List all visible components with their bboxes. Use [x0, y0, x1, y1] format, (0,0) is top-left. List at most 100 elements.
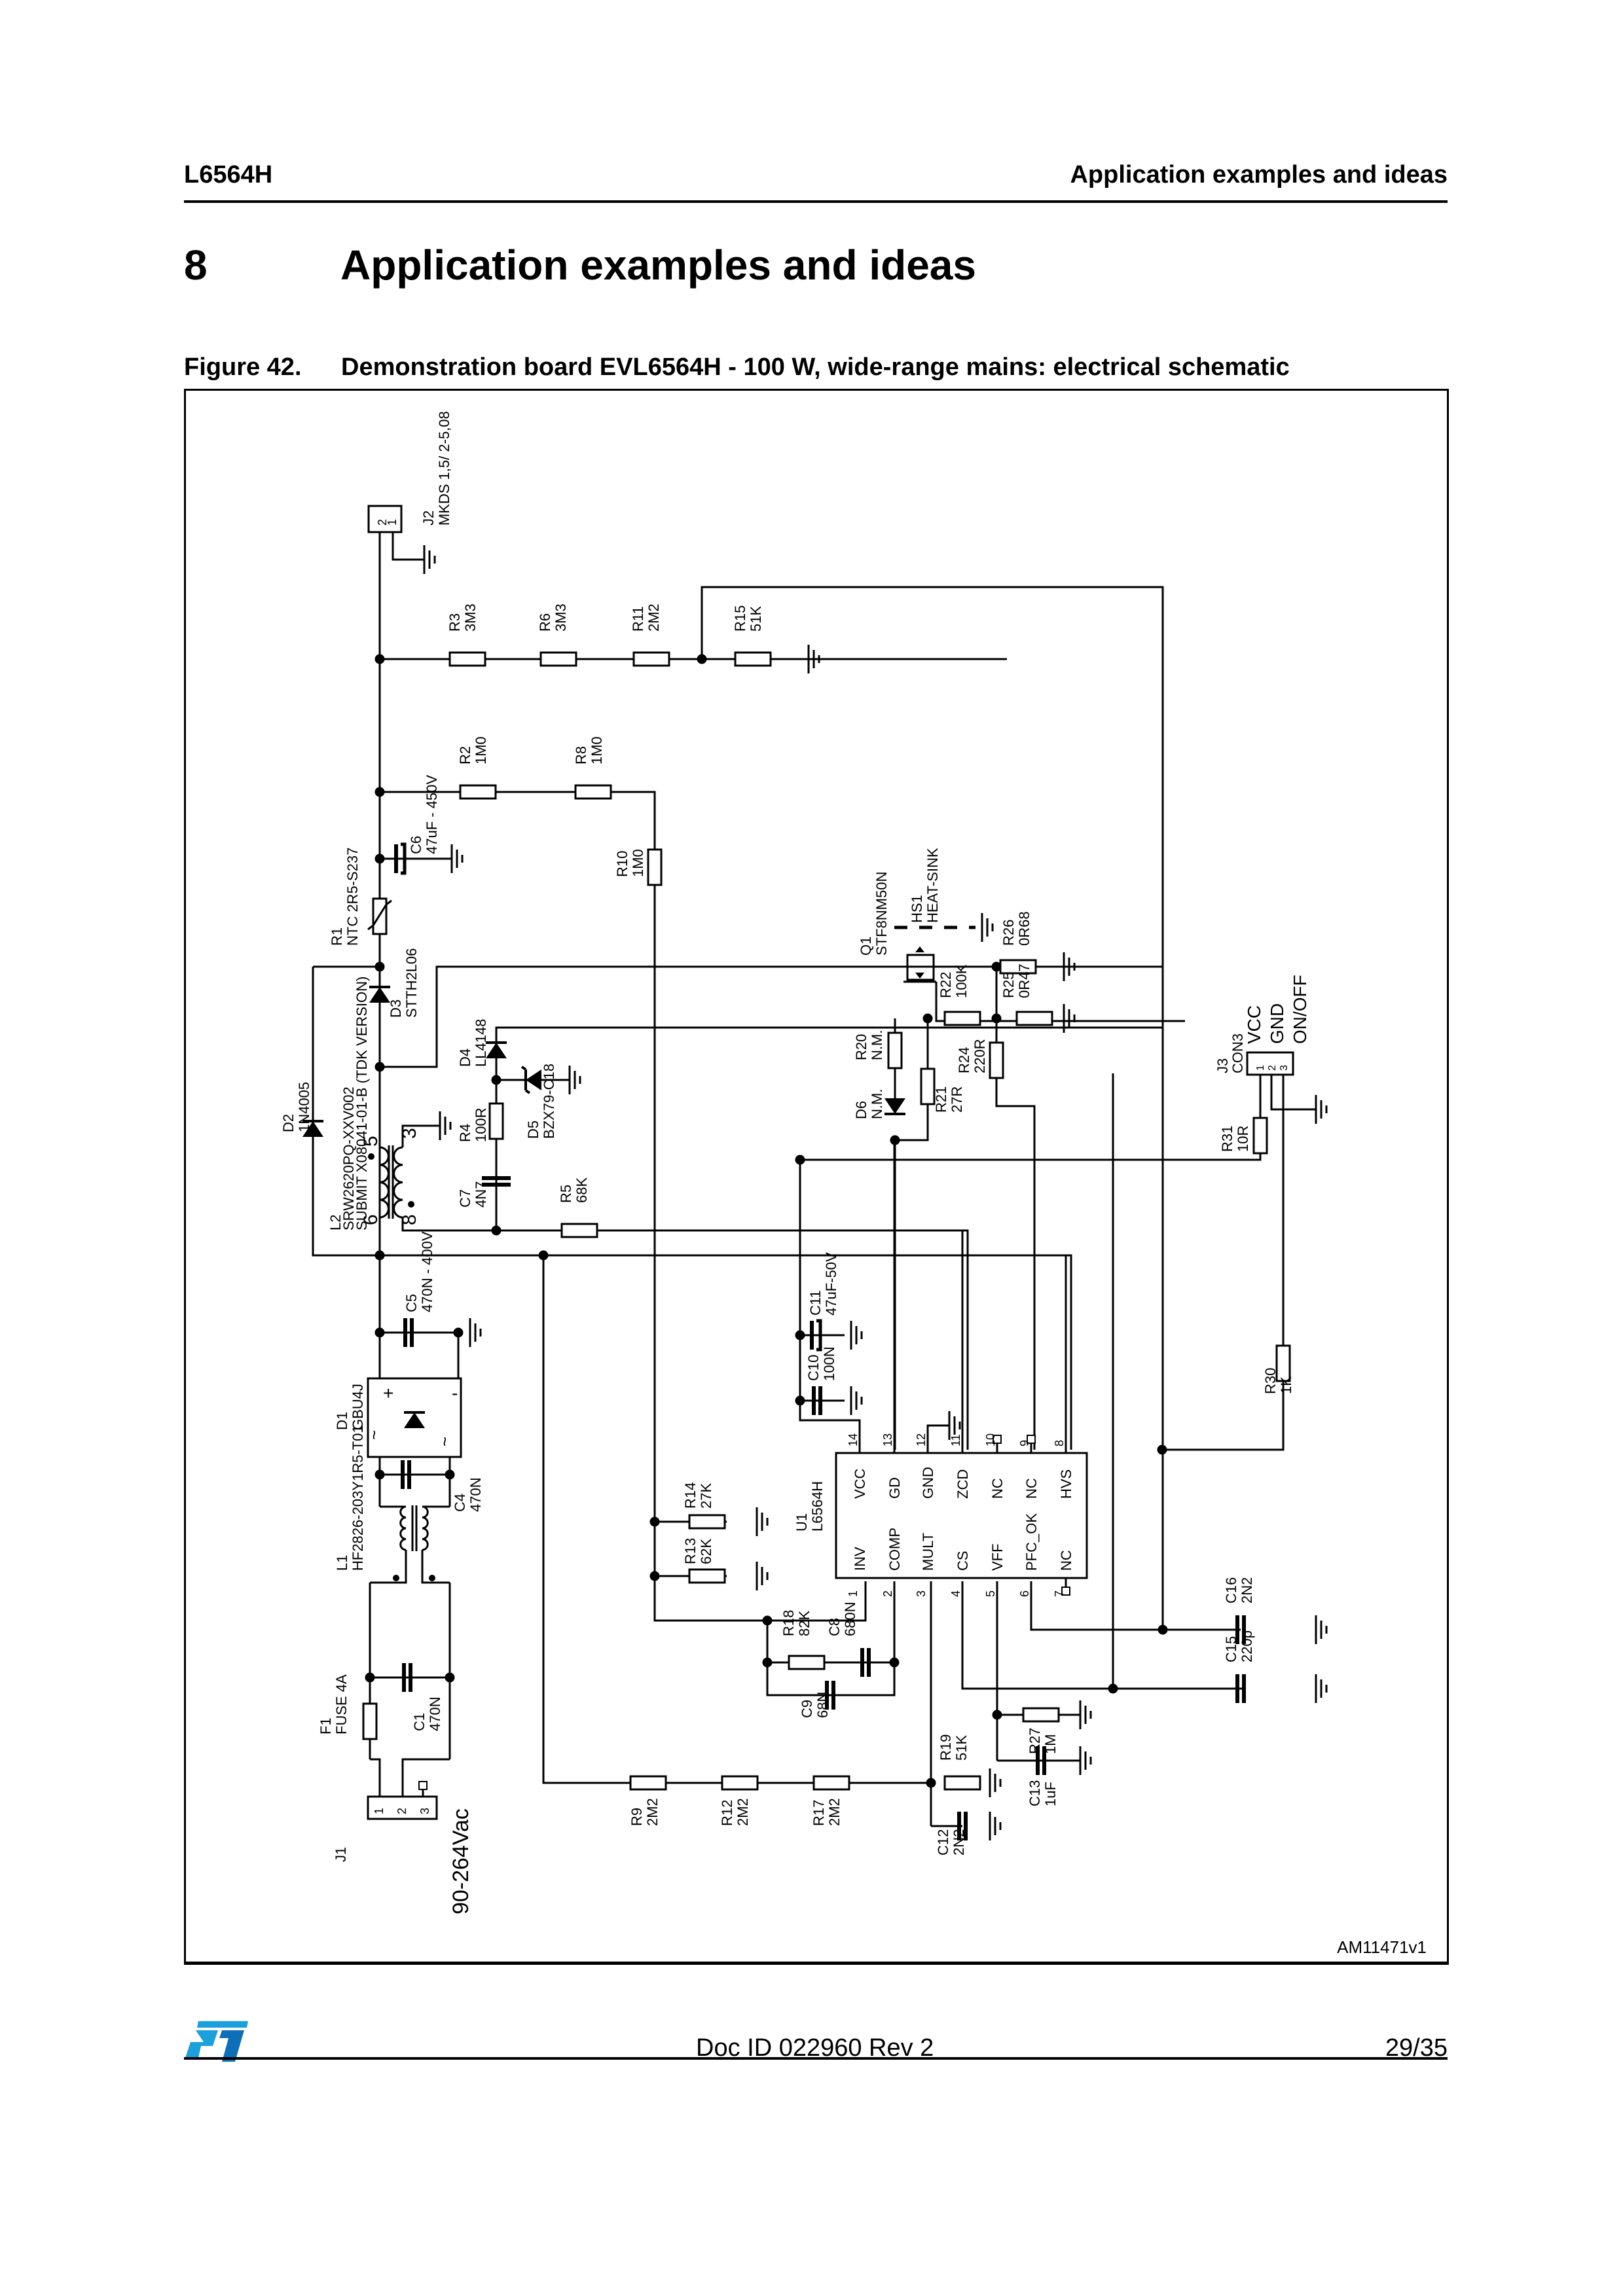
r27-label-value: 1M [1042, 1734, 1059, 1754]
wire [370, 1758, 381, 1797]
wire [370, 1550, 407, 1584]
d3-label-ref: D3 [388, 999, 404, 1018]
c16-label-ref: C16 [1223, 1577, 1239, 1604]
diode-d2 [302, 1120, 323, 1137]
ic-pin-name: ZCD [955, 1469, 971, 1499]
j3-signal: ON/OFF [1290, 975, 1310, 1044]
l2-value2: SUBMIT X08041-01-B (TDK VERSION) [354, 977, 370, 1230]
figure-label: Figure 42. [184, 353, 302, 381]
junction-dot [795, 1395, 805, 1406]
fuse-f1 [362, 1702, 378, 1740]
r1-label-value: NTC 2R5-S237 [344, 848, 361, 946]
f1-label-ref: F1 [318, 1717, 334, 1734]
d2-label-value: 1N4005 [296, 1082, 312, 1132]
ic-ref: U1 [793, 1513, 810, 1532]
c6-label-value: 47uF - 450V [424, 775, 440, 854]
junction-dot [992, 1710, 1002, 1720]
resistor-r15 [734, 651, 772, 667]
r10-label-ref: R10 [614, 851, 630, 877]
wire [392, 532, 424, 561]
ic-pin-number: 3 [915, 1590, 928, 1597]
c4-label-value: 470N [467, 1477, 484, 1512]
capacitor-c1 [402, 1663, 412, 1692]
r12-label-value: 2M2 [735, 1798, 751, 1826]
capacitor-c9 [825, 1681, 835, 1710]
bridge-plus: + [383, 1383, 393, 1403]
r26-label-ref: R26 [1000, 920, 1017, 946]
ic-pin-name: VCC [852, 1468, 868, 1499]
wire [895, 1018, 929, 1141]
ground-symbol [568, 1064, 581, 1096]
ground-symbol [981, 912, 994, 943]
junction-dot [374, 853, 385, 864]
l2-pin-8: 8 [399, 1214, 420, 1225]
wire [421, 1550, 450, 1584]
ground-symbol [439, 1110, 452, 1141]
r6-label-ref: R6 [537, 613, 553, 632]
inductor-l2-secondary [393, 1146, 403, 1219]
junction-dot [374, 1469, 385, 1480]
ic-pin-name: MULT [920, 1533, 936, 1571]
nc-pad [993, 1435, 1002, 1444]
bridge-ac: ~ [435, 1437, 454, 1446]
diode-d4 [486, 1041, 507, 1058]
resistor-r21 [920, 1067, 936, 1105]
l2-value: SRW2620PQ-XXV002 [340, 1086, 357, 1230]
r18-label-ref: R18 [780, 1610, 797, 1636]
bridge-ac: ~ [364, 1430, 384, 1440]
capacitor-c11 [810, 1319, 822, 1352]
nc-pad [1027, 1435, 1036, 1444]
r13-label-value: 62K [698, 1539, 714, 1564]
resistor-r12 [721, 1775, 759, 1791]
connector-j2 [367, 505, 403, 533]
hs1-label-ref: HS1 [909, 895, 925, 923]
r4-label-ref: R4 [457, 1124, 473, 1142]
c13-label-ref: C13 [1027, 1780, 1043, 1806]
header-rule [184, 200, 1448, 203]
j2-pin-2: 2 [376, 519, 389, 526]
parts [302, 505, 1328, 1842]
ground-symbol [756, 1506, 769, 1537]
ground-symbol [989, 1767, 1002, 1799]
resistor-r30 [1275, 1344, 1291, 1382]
ic-pin-number: 12 [915, 1433, 928, 1446]
c10-label-value: 100N [821, 1346, 837, 1381]
j3-pin-3: 3 [1279, 1065, 1290, 1071]
c5-label-ref: C5 [403, 1294, 420, 1312]
ic-pin-number: 6 [1018, 1590, 1031, 1597]
ic-pin-name: GND [920, 1467, 936, 1499]
r9-label-ref: R9 [629, 1808, 645, 1826]
resistor-r9 [629, 1775, 667, 1791]
ic-pin-number: 14 [847, 1433, 860, 1446]
r9-label-value: 2M2 [644, 1798, 661, 1826]
r15-label-value: 51K [748, 606, 764, 632]
junction-dot [649, 1516, 660, 1527]
capacitor-c16 [1235, 1615, 1246, 1644]
header-section-name: Application examples and ideas [1070, 161, 1448, 188]
l1-label-ref: L1 [334, 1555, 350, 1571]
resistor-r18 [788, 1655, 826, 1670]
c15-label-value: 220p [1239, 1630, 1255, 1662]
resistor-r19 [943, 1775, 981, 1791]
capacitor-c8 [860, 1648, 871, 1677]
wire [1270, 1075, 1316, 1111]
junction-dot [445, 1672, 455, 1683]
wire [1030, 1581, 1241, 1631]
wire [653, 884, 867, 1622]
d1-label-ref: D1 [334, 1412, 350, 1430]
r4-label-value: 100R [473, 1107, 489, 1142]
ground-symbol [1079, 1699, 1092, 1731]
resistor-r8 [574, 784, 612, 800]
l2-dot [368, 1153, 374, 1160]
r31-label-ref: R31 [1219, 1126, 1235, 1152]
r30-label-value: 1K [1278, 1376, 1294, 1394]
j2-pin-1: 1 [386, 519, 399, 526]
l2-pin-6: 6 [360, 1214, 382, 1225]
ic-pin-number: 13 [881, 1433, 894, 1446]
r24-label-value: 220R [972, 1039, 988, 1073]
wire [542, 1255, 931, 1784]
resistor-r26 [999, 959, 1037, 975]
c12-label-ref: C12 [935, 1829, 951, 1856]
c11-label-ref: C11 [807, 1290, 824, 1316]
